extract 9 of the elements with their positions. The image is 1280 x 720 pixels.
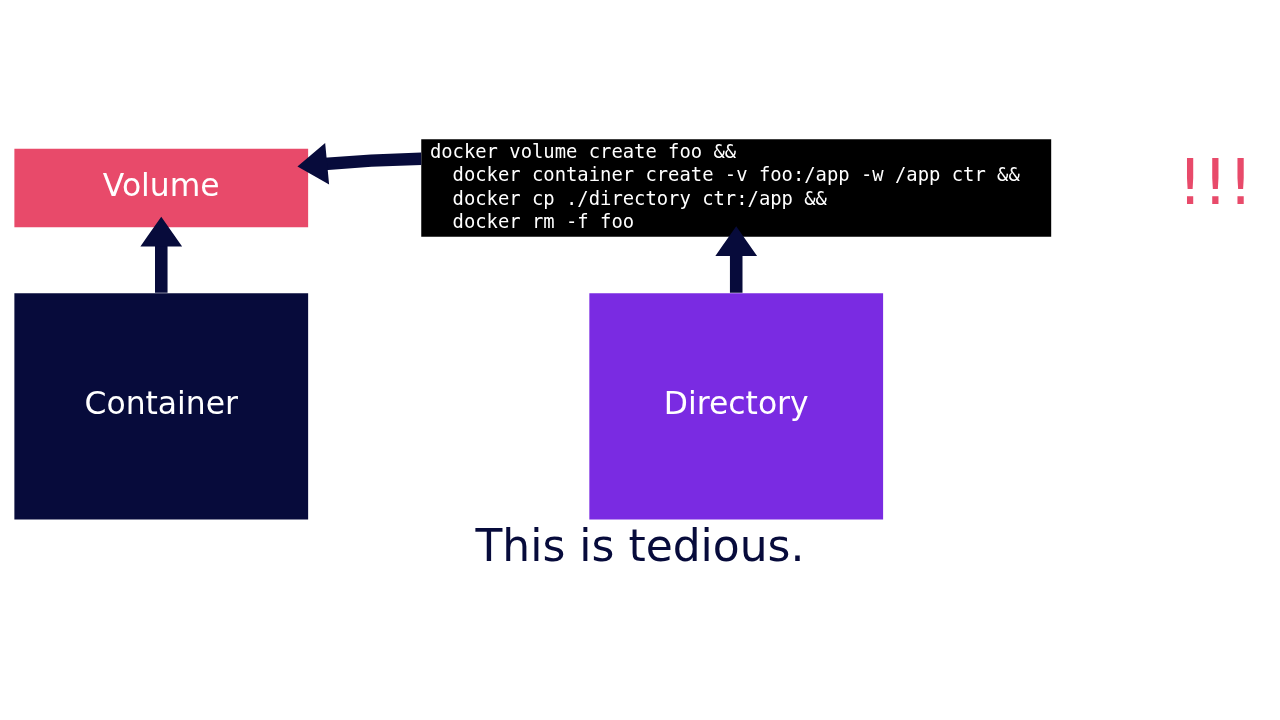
arrow bbox=[297, 143, 422, 185]
node-box: Volume bbox=[14, 148, 309, 228]
arrow bbox=[140, 216, 183, 293]
label: !!! bbox=[1177, 145, 1254, 219]
arrow bbox=[715, 226, 758, 293]
node-box: docker volume create foo && docker container create -v foo:/app -w /app ctr && docker cp ./directory ctr:/app && docker rm -f foo bbox=[421, 139, 1052, 237]
caption: This is tedious. bbox=[475, 519, 805, 571]
node-box: Container bbox=[14, 293, 309, 520]
node-box: Directory bbox=[589, 293, 884, 520]
